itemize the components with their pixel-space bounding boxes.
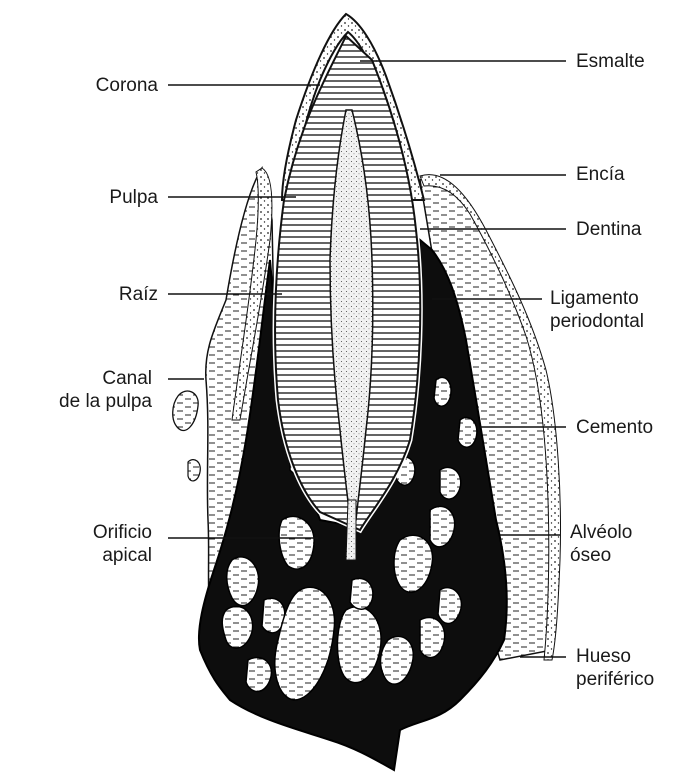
- label-cemento: Cemento: [576, 416, 653, 439]
- root-canal: [346, 500, 356, 560]
- label-hueso-periferico: Hueso periférico: [576, 645, 654, 691]
- label-orificio-apical: Orificio apical: [93, 521, 152, 567]
- label-ligamento-periodontal: Ligamento periodontal: [550, 287, 644, 333]
- label-esmalte: Esmalte: [576, 50, 645, 73]
- label-corona: Corona: [96, 74, 158, 97]
- label-pulpa: Pulpa: [109, 186, 158, 209]
- label-encia: Encía: [576, 163, 625, 186]
- tissue-fragment: [188, 460, 200, 481]
- label-dentina: Dentina: [576, 218, 642, 241]
- label-alveolo-oseo: Alvéolo óseo: [570, 521, 632, 567]
- label-canal-pulpa: Canal de la pulpa: [59, 367, 152, 413]
- label-raiz: Raíz: [119, 283, 158, 306]
- tissue-fragment: [173, 391, 198, 430]
